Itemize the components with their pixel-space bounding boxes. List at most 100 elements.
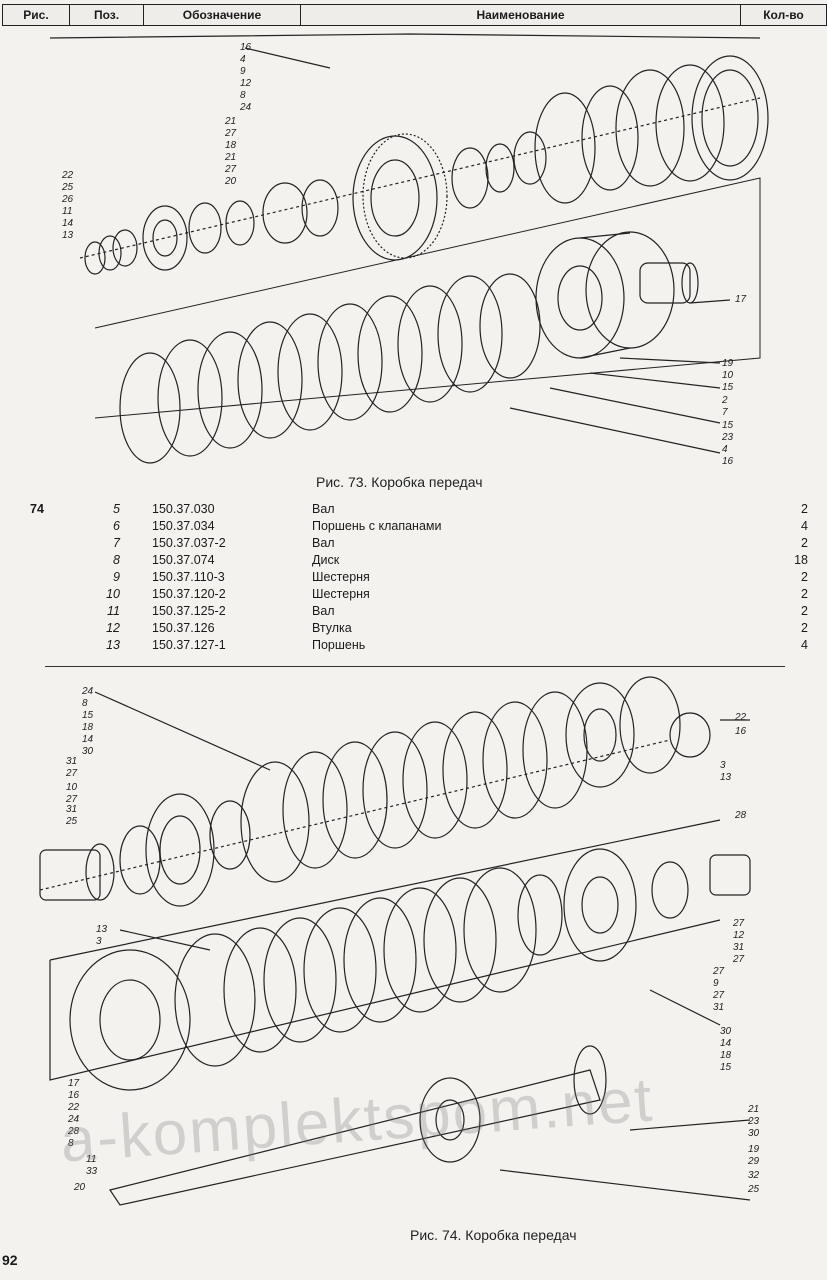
parts-row: 74 5 150.37.030 Вал 2	[0, 502, 827, 519]
svg-text:28: 28	[734, 810, 747, 821]
figure-74-caption: Рис. 74. Коробка передач	[410, 1227, 577, 1243]
part-name: Вал	[312, 536, 335, 550]
part-code: 150.37.034	[152, 519, 215, 533]
part-qty: 2	[801, 621, 808, 635]
part-code: 150.37.126	[152, 621, 215, 635]
svg-text:16: 16	[722, 456, 734, 467]
svg-text:16: 16	[735, 726, 747, 737]
part-code: 150.37.030	[152, 502, 215, 516]
svg-text:4: 4	[722, 444, 728, 455]
part-qty: 18	[794, 553, 808, 567]
part-qty: 2	[801, 502, 808, 516]
svg-text:9: 9	[713, 978, 719, 989]
svg-text:7: 7	[722, 407, 728, 418]
parts-row: 10 150.37.120-2 Шестерня 2	[0, 587, 827, 604]
svg-text:17: 17	[68, 1078, 80, 1089]
part-pos: 9	[113, 570, 120, 584]
part-qty: 2	[801, 570, 808, 584]
parts-row: 12 150.37.126 Втулка 2	[0, 621, 827, 638]
part-name: Шестерня	[312, 570, 370, 584]
svg-text:18: 18	[225, 140, 237, 151]
svg-text:31: 31	[66, 804, 77, 815]
part-name: Поршень	[312, 638, 366, 652]
part-pos: 8	[113, 553, 120, 567]
svg-text:14: 14	[720, 1038, 732, 1049]
svg-text:2: 2	[721, 395, 728, 406]
svg-text:23: 23	[747, 1116, 760, 1127]
svg-text:3: 3	[720, 760, 726, 771]
svg-text:31: 31	[733, 942, 744, 953]
parts-row: 6 150.37.034 Поршень с клапанами 4	[0, 519, 827, 536]
svg-text:15: 15	[82, 710, 94, 721]
parts-row: 7 150.37.037-2 Вал 2	[0, 536, 827, 553]
svg-text:22: 22	[67, 1102, 80, 1113]
svg-text:13: 13	[62, 230, 74, 241]
part-qty: 2	[801, 536, 808, 550]
svg-text:27: 27	[732, 918, 745, 929]
svg-text:12: 12	[240, 78, 252, 89]
figure-74-gearbox-drawing: 24 8 15 18 14 30 31 27 10 27 31 25 13 3 …	[30, 660, 800, 1220]
svg-text:21: 21	[224, 152, 236, 163]
svg-text:27: 27	[712, 966, 725, 977]
svg-text:33: 33	[86, 1166, 98, 1177]
figure-74-svg: 24 8 15 18 14 30 31 27 10 27 31 25 13 3 …	[39, 676, 760, 1206]
svg-text:27: 27	[732, 954, 745, 965]
svg-text:31: 31	[713, 1002, 724, 1013]
svg-text:31: 31	[66, 756, 77, 767]
svg-text:30: 30	[748, 1128, 760, 1139]
part-pos: 11	[107, 604, 120, 618]
svg-text:28: 28	[67, 1126, 80, 1137]
parts-row: 13 150.37.127-1 Поршень 4	[0, 638, 827, 655]
svg-text:20: 20	[224, 176, 237, 187]
svg-text:24: 24	[239, 102, 252, 113]
svg-text:27: 27	[224, 164, 237, 175]
svg-text:25: 25	[61, 182, 74, 193]
part-name: Шестерня	[312, 587, 370, 601]
part-name: Вал	[312, 604, 335, 618]
part-name: Поршень с клапанами	[312, 519, 442, 533]
svg-text:8: 8	[240, 90, 246, 101]
part-code: 150.37.120-2	[152, 587, 226, 601]
svg-text:25: 25	[65, 816, 78, 827]
parts-list: 74 5 150.37.030 Вал 2 6 150.37.034 Порше…	[0, 502, 827, 655]
svg-text:24: 24	[81, 686, 94, 697]
svg-text:20: 20	[73, 1182, 86, 1193]
header-ris: Рис.	[3, 5, 70, 25]
svg-text:12: 12	[733, 930, 745, 941]
header-qty: Кол-во	[763, 8, 804, 22]
svg-text:27: 27	[65, 794, 78, 805]
svg-text:19: 19	[748, 1144, 760, 1155]
svg-text:18: 18	[720, 1050, 732, 1061]
svg-text:10: 10	[722, 370, 734, 381]
parts-row: 8 150.37.074 Диск 18	[0, 553, 827, 570]
svg-text:26: 26	[61, 194, 74, 205]
parts-row: 11 150.37.125-2 Вал 2	[0, 604, 827, 621]
svg-text:16: 16	[240, 42, 252, 53]
part-pos: 10	[106, 587, 120, 601]
svg-text:27: 27	[712, 990, 725, 1001]
part-pos: 13	[106, 638, 120, 652]
svg-text:18: 18	[82, 722, 94, 733]
svg-text:32: 32	[748, 1170, 760, 1181]
part-qty: 4	[801, 638, 808, 652]
svg-text:15: 15	[722, 420, 734, 431]
svg-text:30: 30	[720, 1026, 732, 1037]
svg-text:24: 24	[67, 1114, 80, 1125]
svg-text:21: 21	[224, 116, 236, 127]
figure-number: 74	[30, 502, 44, 516]
header-name: Наименование	[301, 5, 741, 25]
svg-text:25: 25	[747, 1184, 760, 1195]
part-pos: 12	[106, 621, 120, 635]
svg-text:8: 8	[68, 1138, 74, 1149]
svg-text:10: 10	[66, 782, 78, 793]
part-name: Вал	[312, 502, 335, 516]
figure-74-bracket-line	[45, 666, 785, 667]
part-code: 150.37.127-1	[152, 638, 226, 652]
svg-text:17: 17	[735, 294, 747, 305]
parts-row: 9 150.37.110-3 Шестерня 2	[0, 570, 827, 587]
page-number: 92	[2, 1252, 18, 1268]
svg-text:30: 30	[82, 746, 94, 757]
svg-text:4: 4	[240, 54, 246, 65]
part-pos: 5	[113, 502, 120, 516]
part-qty: 2	[801, 587, 808, 601]
